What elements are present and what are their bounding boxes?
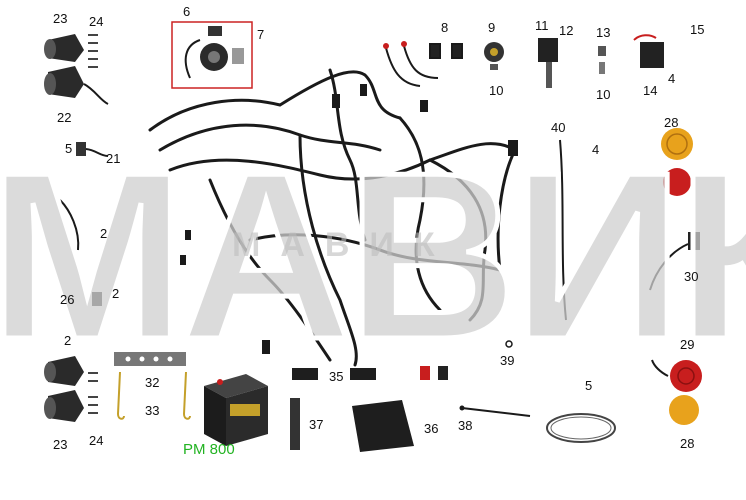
fuse-part <box>598 46 606 74</box>
callout-label: 39 <box>500 353 515 368</box>
callout-label: 9 <box>488 20 496 35</box>
callout-label: 24 <box>89 14 104 29</box>
callout-label: 29 <box>680 337 695 352</box>
callout-label: 21 <box>106 151 121 166</box>
callout-label: 10 <box>489 83 504 98</box>
horn-part <box>484 42 504 70</box>
rear-lamp-pair-top <box>661 128 693 196</box>
callout-label: 37 <box>309 417 324 432</box>
callout-label: 32 <box>145 375 160 390</box>
connector-30 <box>649 232 700 291</box>
connector-pair <box>383 41 463 87</box>
headlight-unit-bottom <box>44 356 98 422</box>
callout-label: 2 <box>112 286 120 301</box>
wiring-harness <box>148 68 517 367</box>
relay-part <box>538 38 558 88</box>
watermark: МАВИК <box>0 138 746 348</box>
starter-relay-part <box>633 34 664 68</box>
callout-label: 6 <box>183 4 191 19</box>
watermark-small: МАВИК <box>232 226 455 264</box>
screw-39 <box>505 340 513 348</box>
callout-label: 2 <box>64 333 72 348</box>
bracket-32 <box>114 352 186 366</box>
callout-label: 4 <box>668 71 676 86</box>
callout-label: 38 <box>458 418 473 433</box>
callout-label: 36 <box>424 421 439 436</box>
callout-label: 13 <box>596 25 611 40</box>
headlight-unit-top <box>44 34 109 105</box>
left-switch-parts <box>59 142 109 306</box>
wire-40 <box>559 139 567 321</box>
strap-37 <box>290 398 300 450</box>
cable-tie-38 <box>459 405 531 417</box>
wire-loop-5 <box>546 413 616 443</box>
callout-label: 35 <box>329 369 344 384</box>
callout-label: 22 <box>57 110 72 125</box>
callout-label: 7 <box>257 27 265 42</box>
pads-35 <box>292 368 376 380</box>
callout-label: 24 <box>89 433 104 448</box>
model-caption: PM 800 <box>183 441 235 458</box>
watermark-text: МАВИК <box>0 138 746 348</box>
callout-label: 23 <box>53 11 68 26</box>
callout-label: 26 <box>60 292 75 307</box>
rear-lamp-pair-bottom <box>651 359 702 425</box>
callout-label: 8 <box>441 20 449 35</box>
callout-label: 28 <box>664 115 679 130</box>
callout-label: 40 <box>551 120 566 135</box>
watermark-small-text: МАВИК <box>232 226 455 264</box>
battery-part <box>204 374 268 446</box>
callout-label: 33 <box>145 403 160 418</box>
callout-label: 30 <box>684 269 699 284</box>
battery-mat-36 <box>352 400 414 452</box>
hooks-33 <box>116 371 191 420</box>
callout-label: 5 <box>65 141 73 156</box>
harness-connectors <box>180 84 518 354</box>
callout-label: 12 <box>559 23 574 38</box>
callout-label: 4 <box>592 142 600 157</box>
callout-label: 10 <box>596 87 611 102</box>
callout-label: 23 <box>53 437 68 452</box>
callout-label: 28 <box>680 436 695 451</box>
callout-label: 15 <box>690 22 705 37</box>
callout-label: 11 <box>535 18 549 33</box>
ignition-switch-group <box>171 21 253 89</box>
callout-label: 14 <box>643 83 658 98</box>
red-connector <box>420 366 448 380</box>
callout-label: 5 <box>585 378 593 393</box>
callout-label: 2 <box>100 226 108 241</box>
